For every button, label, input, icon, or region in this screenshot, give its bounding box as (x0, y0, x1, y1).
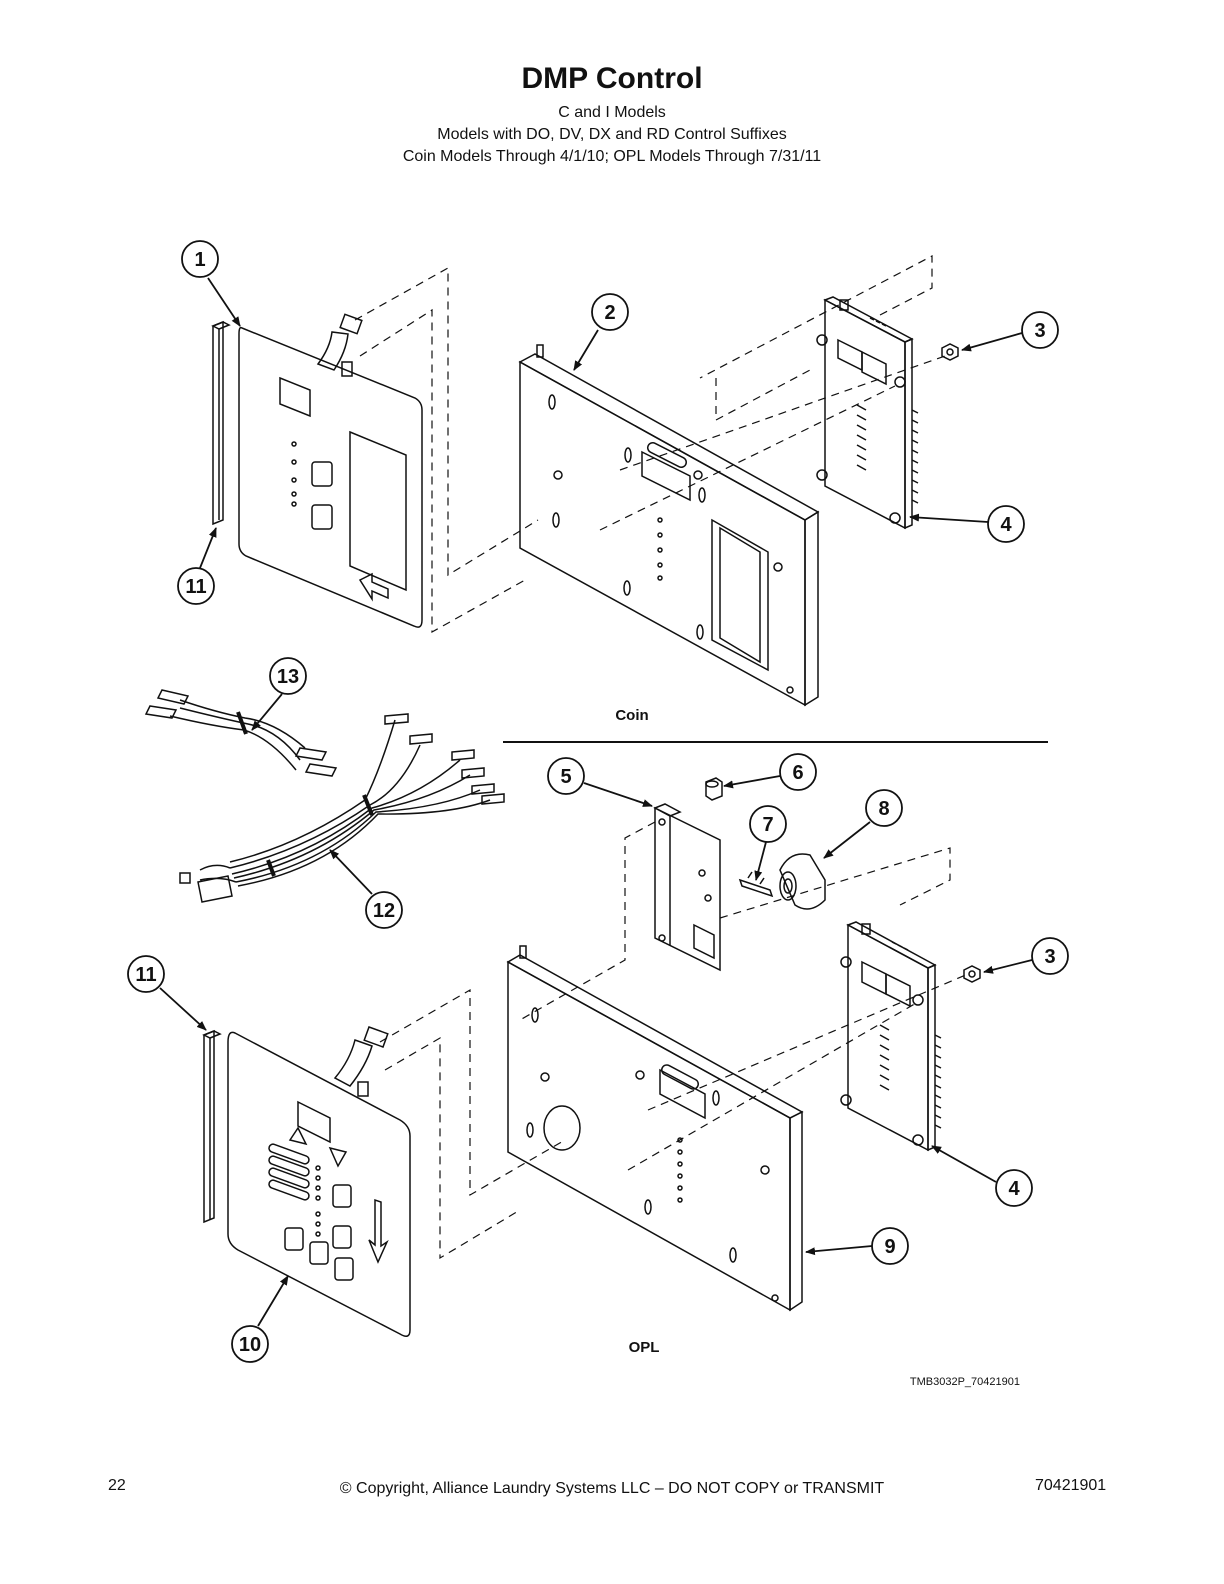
callout-12: 12 (329, 849, 403, 929)
section-label-opl: OPL (629, 1339, 660, 1356)
svg-text:7: 7 (762, 814, 773, 836)
svg-text:3: 3 (1044, 946, 1055, 968)
page-title: DMP Control (521, 62, 703, 95)
callout-7: 7 (749, 805, 787, 881)
callout-4-coin: 4 (909, 505, 1025, 543)
svg-text:11: 11 (135, 964, 156, 986)
callout-1: 1 (181, 240, 241, 327)
callout-5: 5 (547, 757, 653, 807)
svg-text:8: 8 (878, 798, 889, 820)
svg-text:11: 11 (185, 576, 206, 598)
pc-board-opl (840, 921, 942, 1152)
document-number: 70421901 (1035, 1477, 1107, 1494)
callout-13: 13 (251, 657, 307, 731)
callout-6: 6 (723, 753, 817, 791)
subtitle-dates: Coin Models Through 4/1/10; OPL Models T… (402, 148, 822, 165)
svg-text:6: 6 (792, 762, 803, 784)
callout-3-opl: 3 (983, 937, 1069, 975)
callout-3-coin: 3 (961, 311, 1059, 352)
svg-text:9: 9 (884, 1236, 895, 1258)
control-panel-opl (506, 945, 804, 1312)
harness-12 (179, 713, 505, 903)
keypad-overlay-coin (238, 313, 423, 628)
section-label-coin: Coin (615, 707, 648, 724)
callout-2: 2 (573, 293, 629, 371)
clip-7 (738, 871, 774, 898)
svg-text:10: 10 (239, 1334, 261, 1356)
trim-strip-coin (211, 320, 231, 526)
svg-text:13: 13 (277, 666, 299, 688)
nut-opl (963, 965, 981, 983)
harness-13 (144, 689, 338, 777)
drawing-id: TMB3032P_70421901 (910, 1376, 1020, 1388)
svg-text:5: 5 (560, 766, 571, 788)
svg-text:4: 4 (1008, 1178, 1020, 1200)
nut-coin (941, 343, 959, 361)
svg-text:4: 4 (1000, 514, 1012, 536)
rotary-switch (779, 853, 826, 910)
callout-11-coin: 11 (177, 527, 217, 605)
svg-text:12: 12 (373, 900, 395, 922)
svg-text:2: 2 (604, 302, 615, 324)
callout-4-opl: 4 (931, 1145, 1033, 1207)
callout-10: 10 (231, 1275, 289, 1363)
svg-text:3: 3 (1034, 320, 1045, 342)
callout-8: 8 (823, 789, 903, 859)
copyright-notice: © Copyright, Alliance Laundry Systems LL… (339, 1480, 885, 1497)
svg-text:1: 1 (194, 249, 205, 271)
keypad-overlay-opl (227, 1026, 411, 1337)
nut-6 (705, 777, 723, 801)
callout-11-opl: 11 (127, 955, 207, 1031)
pc-board-coin (816, 296, 919, 530)
page-number: 22 (108, 1477, 126, 1494)
subtitle-suffixes: Models with DO, DV, DX and RD Control Su… (437, 126, 787, 143)
callout-9: 9 (805, 1227, 909, 1265)
trim-strip-opl (202, 1029, 222, 1224)
control-panel-coin (518, 344, 820, 707)
subtitle-models: C and I Models (558, 104, 666, 121)
mounting-bracket (653, 803, 721, 972)
